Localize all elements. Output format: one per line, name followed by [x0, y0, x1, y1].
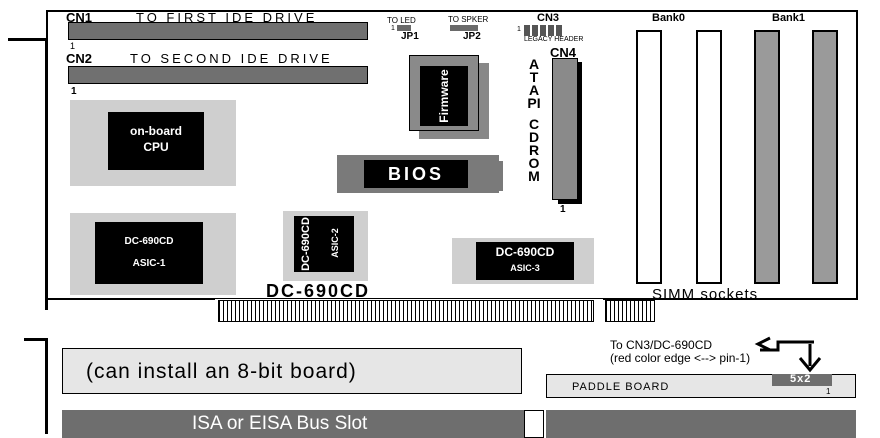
- asic2-label-line1: DC-690CD: [300, 217, 312, 271]
- cn3-header: [524, 25, 564, 36]
- asic3-label-line1: DC-690CD: [495, 245, 555, 259]
- simm-socket-1: [636, 30, 662, 284]
- board-name: DC-690CD: [266, 281, 371, 301]
- eight-bit-slot: [62, 348, 522, 394]
- simm-socket-2: [696, 30, 722, 284]
- cn3-legacy-header-label: LEGACY HEADER: [524, 36, 584, 43]
- firmware-label: Firmware: [437, 69, 451, 123]
- cn2-description: TO SECOND IDE DRIVE: [130, 51, 333, 66]
- paddle-connector-label: 5x2: [790, 373, 812, 385]
- jp1-header: [397, 25, 411, 31]
- cpu-label-line2: CPU: [143, 140, 169, 154]
- cn1-ide-connector: [68, 22, 368, 40]
- bus-slot-key: [524, 410, 544, 438]
- cn4-connector: [552, 58, 578, 200]
- bracket-bottom-vertical: [45, 338, 48, 434]
- bus-slot-right: [546, 410, 856, 438]
- bios-socket-right: [481, 161, 503, 191]
- jp1-label: JP1: [401, 31, 419, 42]
- arrow-icon: [754, 336, 822, 373]
- bracket-bottom-horizontal: [24, 338, 48, 341]
- bus-slot-left: [62, 410, 524, 438]
- jp2-to-spker-label: TO SPKER: [448, 15, 489, 24]
- bank1-label: Bank1: [772, 12, 806, 24]
- jp1-pin1: 1: [391, 25, 395, 32]
- asic1-label-line1: DC-690CD: [124, 236, 174, 247]
- cn3-label: CN3: [537, 12, 560, 24]
- edge-connector-secondary: [605, 300, 655, 322]
- paddle-board-label: PADDLE BOARD: [572, 381, 670, 393]
- cn1-pin1: 1: [70, 41, 76, 51]
- paddle-pin1: 1: [826, 387, 831, 396]
- cdrom-label: CDROM: [528, 116, 540, 184]
- bank0-label: Bank0: [652, 12, 686, 24]
- cn1-description: TO FIRST IDE DRIVE: [136, 10, 318, 25]
- simm-sockets-label: SIMM sockets: [652, 286, 759, 303]
- cn2-pin1: 1: [71, 86, 77, 97]
- cn4-pin1: 1: [560, 204, 566, 215]
- jp1-to-led-label: TO LED: [387, 16, 416, 25]
- asic1-chip: [95, 222, 203, 284]
- firmware-chip: [420, 66, 468, 126]
- cn1-label: CN1: [66, 10, 93, 25]
- jp2-header: [450, 25, 478, 31]
- asic2-chip: [294, 216, 354, 272]
- bracket-top-horizontal: [8, 38, 48, 41]
- asic3-label-line2: ASIC-3: [510, 263, 540, 273]
- jp2-label: JP2: [463, 31, 481, 42]
- asic2-label-line2: ASIC-2: [330, 228, 340, 258]
- bios-label: BIOS: [387, 164, 444, 184]
- simm-socket-4: [812, 30, 838, 284]
- atapi-label: ATAPI: [527, 56, 541, 111]
- eight-bit-label: (can install an 8-bit board): [86, 360, 357, 383]
- asic1-label-line2: ASIC-1: [132, 258, 166, 269]
- bios-chip: [364, 160, 468, 188]
- cn3-pin1: 1: [517, 26, 521, 33]
- paddle-connector: [772, 374, 832, 386]
- asic3-chip: [476, 242, 574, 280]
- cpu-label-line1: on-board: [130, 124, 182, 138]
- paddle-note-line1: To CN3/DC-690CD: [610, 338, 713, 352]
- cn2-ide-connector: [68, 66, 368, 84]
- cn2-label: CN2: [66, 51, 93, 66]
- bus-slot-label: ISA or EISA Bus Slot: [192, 413, 368, 434]
- simm-socket-3: [754, 30, 780, 284]
- edge-connector-main: [218, 300, 594, 322]
- cn4-label: CN4: [550, 45, 577, 60]
- paddle-note-line2: (red color edge <--> pin-1): [610, 351, 751, 365]
- cpu-chip: [108, 112, 204, 170]
